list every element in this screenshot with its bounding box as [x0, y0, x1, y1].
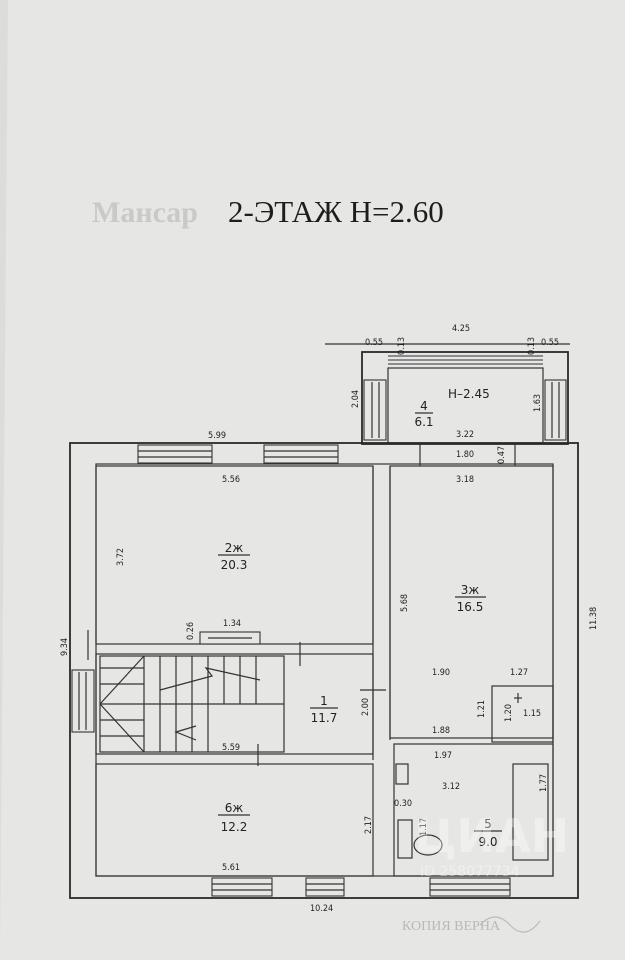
- dim-322: 3.22: [456, 430, 474, 440]
- room-3-walls: [389, 465, 554, 739]
- room-3-number: 3ж: [461, 583, 480, 597]
- window-room2-right: [263, 444, 339, 464]
- bathtub: [512, 763, 549, 861]
- room-6-area: 12.2: [221, 820, 248, 834]
- room-5-number: 5: [484, 817, 492, 831]
- dim-599: 5.99: [208, 431, 226, 441]
- room-1-walls: [95, 653, 374, 755]
- dim-127: 1.27: [510, 668, 528, 678]
- dim-055-right: 0.55: [541, 338, 559, 348]
- balcony-inner-wall: [387, 367, 544, 445]
- window-room5: [429, 877, 511, 897]
- dim-190: 1.90: [432, 668, 450, 678]
- watermark-logo: ЦИАН: [414, 809, 569, 863]
- dim-1138: 11.38: [589, 607, 599, 630]
- dim-217: 2.17: [364, 816, 374, 834]
- dimension-labels: 4.25 0.55 0.13 0.13 0.55 2.04 1.63 3.22 …: [60, 324, 599, 914]
- ghost-heading: Мансар: [92, 196, 198, 229]
- dim-197: 1.97: [434, 751, 452, 761]
- room-4-number: 4: [420, 399, 428, 413]
- dim-425: 4.25: [452, 324, 470, 334]
- room-2-area: 20.3: [221, 558, 248, 572]
- dim-163: 1.63: [533, 394, 543, 412]
- window-room6-left: [211, 877, 273, 897]
- dim-188: 1.88: [432, 726, 450, 736]
- window-room6-right: [305, 877, 345, 897]
- window-room2-left: [137, 444, 213, 464]
- room-1-number: 1: [320, 694, 328, 708]
- dim-180: 1.80: [456, 450, 474, 460]
- dim-556: 5.56: [222, 475, 240, 485]
- room-5-walls: [393, 743, 554, 877]
- room-3-area: 16.5: [457, 600, 484, 614]
- room-6-walls: [95, 763, 374, 877]
- room-4-height: Н–2.45: [448, 387, 490, 401]
- dim-1024: 10.24: [310, 904, 333, 914]
- storage-walls: [491, 685, 554, 743]
- plan-title: 2-ЭТАЖ Н=2.60: [228, 194, 444, 229]
- dim-372: 3.72: [116, 548, 126, 566]
- stamp-text: КОПИЯ ВЕРНА: [402, 919, 501, 934]
- dim-117: 1.17: [419, 818, 429, 836]
- dim-030: 0.30: [394, 799, 412, 809]
- toilet-bowl: [413, 834, 443, 856]
- dim-026: 0.26: [186, 622, 196, 640]
- toilet-tank: [397, 819, 413, 859]
- dim-121: 1.21: [477, 700, 487, 718]
- room-6-number: 6ж: [225, 801, 244, 815]
- dim-312: 3.12: [442, 782, 460, 792]
- dim-120: 1.20: [504, 704, 514, 722]
- room-2-number: 2ж: [225, 541, 244, 555]
- dim-115: 1.15: [523, 709, 541, 719]
- balcony-window-right: [544, 379, 567, 441]
- room-labels: Н–2.45 4 6.1 2ж 20.3 3ж 16.5 1 11.7 6ж 1…: [218, 387, 502, 849]
- staircase: [99, 655, 285, 753]
- dim-318: 3.18: [456, 475, 474, 485]
- watermark-id: ID 258077734: [420, 864, 520, 880]
- room-5-area: 9.0: [478, 835, 497, 849]
- dim-568: 5.68: [400, 594, 410, 612]
- room-4-area: 6.1: [414, 415, 433, 429]
- sink: [395, 763, 409, 785]
- dim-559: 5.59: [222, 743, 240, 753]
- dim-561: 5.61: [222, 863, 240, 873]
- dim-055-left: 0.55: [365, 338, 383, 348]
- room-1-area: 11.7: [311, 711, 338, 725]
- balcony-window-left: [363, 379, 387, 441]
- dim-134: 1.34: [223, 619, 241, 629]
- dim-013-right: 0.13: [527, 337, 537, 355]
- dim-177: 1.77: [539, 774, 549, 792]
- dim-934: 9.34: [60, 638, 70, 656]
- outer-wall: [69, 442, 579, 899]
- dim-204: 2.04: [351, 390, 361, 408]
- window-stair: [71, 669, 95, 733]
- dim-013-left: 0.13: [397, 337, 407, 355]
- dim-047: 0.47: [497, 446, 507, 464]
- dim-200: 2.00: [361, 698, 371, 716]
- stamp-signature: [479, 916, 541, 933]
